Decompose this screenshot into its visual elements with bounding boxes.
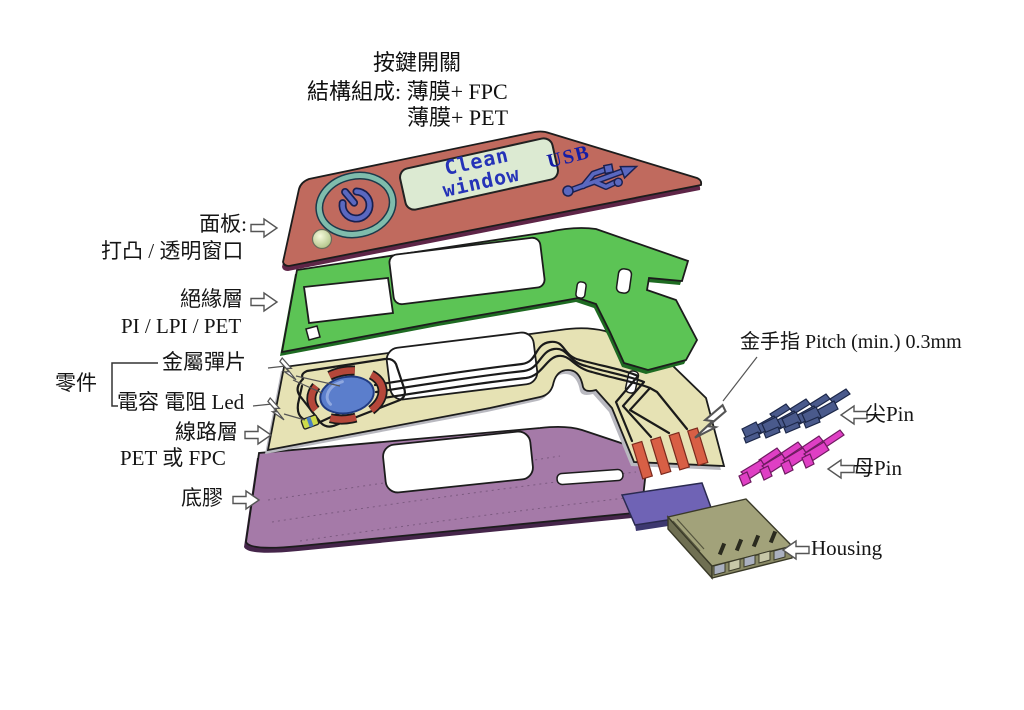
gold-finger-label: 金手指 Pitch (min.) 0.3mm bbox=[740, 331, 962, 353]
sharp-pin-arrow bbox=[840, 405, 868, 425]
insulation-u-slot bbox=[615, 268, 633, 294]
panel-layer bbox=[282, 130, 703, 271]
housing-front-sockets bbox=[713, 547, 786, 576]
circuit-traces bbox=[296, 340, 689, 443]
adhesive-slot-cutout bbox=[556, 468, 624, 486]
circuit-window-cutout bbox=[385, 331, 539, 401]
female-pin-arrow bbox=[827, 459, 855, 479]
pointer-lines bbox=[111, 356, 758, 421]
parts-label: 零件 bbox=[55, 371, 97, 395]
housing-label: Housing bbox=[811, 536, 883, 560]
circuit-arrow bbox=[244, 425, 272, 445]
parts-bracket bbox=[111, 362, 158, 407]
circuit-label: 線路層 bbox=[175, 420, 238, 444]
components-label: 電容 電阻 Led bbox=[117, 390, 245, 414]
gold-fingers bbox=[631, 427, 709, 480]
panel-arrow bbox=[250, 218, 278, 238]
female-pin-label: 母Pin bbox=[853, 456, 903, 480]
insulation-label: 絕緣層 bbox=[180, 287, 243, 311]
insulation-small-slot bbox=[305, 325, 321, 341]
adhesive-layer bbox=[244, 425, 649, 553]
circuit-sub-label: PET 或 FPC bbox=[120, 446, 226, 470]
housing-top-slots bbox=[717, 530, 778, 556]
adhesive-window-cutout bbox=[382, 430, 534, 494]
adhesive-label: 底膠 bbox=[181, 486, 223, 510]
title-line2: 結構組成: 薄膜+ FPC bbox=[307, 79, 508, 104]
insulation-sub-label: PI / LPI / PET bbox=[121, 314, 242, 338]
title-line3: 薄膜+ PET bbox=[407, 105, 509, 130]
insulation-layer bbox=[280, 227, 699, 374]
metal-dome-label: 金屬彈片 bbox=[162, 350, 246, 374]
panel-label: 面板: bbox=[199, 212, 247, 236]
insulation-narrow-slot bbox=[575, 281, 587, 299]
circuit-layer bbox=[265, 327, 726, 480]
led-component bbox=[300, 414, 320, 430]
insulation-arrow bbox=[250, 292, 278, 312]
metal-dome bbox=[306, 365, 388, 425]
title-line1: 按鍵開關 bbox=[373, 50, 462, 75]
insulation-window-cutout-left bbox=[302, 277, 395, 324]
power-icon bbox=[315, 171, 397, 239]
usb-trident-icon bbox=[562, 163, 639, 197]
panel-clear-window bbox=[399, 137, 559, 211]
emboss-dome-bump bbox=[311, 228, 333, 250]
sharp-pin-label: 尖Pin bbox=[865, 402, 915, 426]
insulation-window-cutout-center bbox=[388, 236, 546, 306]
housing-3d bbox=[666, 498, 794, 580]
panel-sub-label: 打凸 / 透明窗口 bbox=[101, 239, 244, 263]
